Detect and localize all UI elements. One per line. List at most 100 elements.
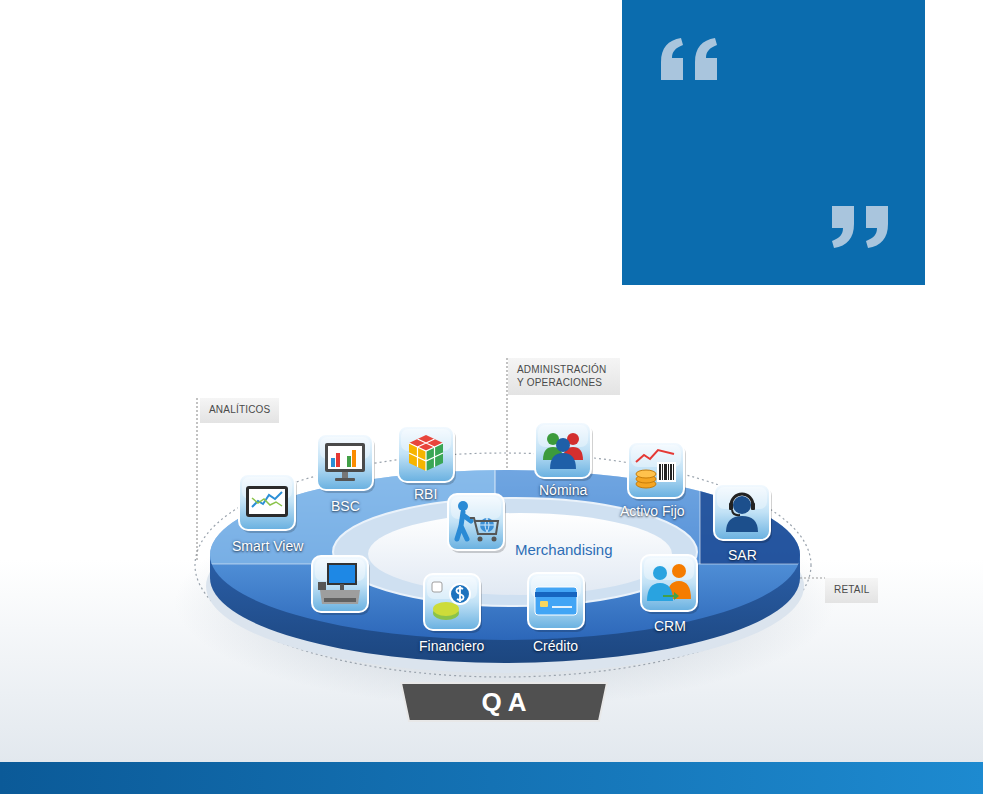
- ring-disc-part: [368, 513, 672, 595]
- module-label: Activo Fijo: [620, 503, 685, 520]
- pos-icon-part: [328, 564, 356, 584]
- support-icon-part: [714, 484, 772, 543]
- quote-panel-part-part: [832, 206, 854, 248]
- module-label: SAR: [728, 547, 757, 564]
- bracket-lines-part: [196, 398, 197, 560]
- quote-panel-part-part: [695, 38, 717, 80]
- support-icon-part: [732, 510, 740, 515]
- fixed-assets-icon-part: [636, 470, 656, 478]
- ring-disc: [175, 453, 835, 707]
- crm-icon-part: [641, 555, 699, 614]
- support-icon-part: [726, 516, 758, 532]
- merchandising-icon-part: [448, 494, 506, 553]
- category-tag: RETAIL: [825, 578, 878, 603]
- finance-icon-part: [424, 574, 482, 633]
- rbi-icon-part: [398, 426, 456, 485]
- pos-icon-part: [320, 590, 360, 604]
- module-name: Merchandising: [515, 541, 613, 559]
- module-label: CRM: [654, 618, 686, 635]
- pos-icon-part: [318, 582, 326, 590]
- module-name: Nómina: [539, 482, 587, 499]
- credit-card-icon-part: [535, 587, 577, 615]
- rbi-icon-part: [409, 439, 443, 471]
- category-text: ANALÍTICOS: [209, 404, 270, 417]
- fixed-assets-icon-part: [673, 464, 674, 480]
- bsc-icon-part: [336, 453, 340, 467]
- bsc-icon-part: [328, 446, 362, 469]
- module-name: Smart View: [232, 538, 303, 555]
- payroll-icon-part: [556, 438, 570, 452]
- payroll-icon-part: [535, 422, 593, 481]
- rbi-icon: [398, 426, 456, 485]
- qa-plate: QA: [400, 682, 608, 722]
- fixed-assets-icon-part: [662, 464, 663, 480]
- module-label: Nómina: [539, 482, 587, 499]
- module-name: Activo Fijo: [620, 503, 685, 520]
- fixed-assets-icon-part: [636, 450, 674, 462]
- category-tag: ANALÍTICOS: [200, 398, 279, 423]
- fixed-assets-icon-part: [659, 464, 661, 480]
- finance-icon-part: [450, 584, 470, 604]
- bracket-lines: [197, 358, 825, 578]
- pos-icon-part: [340, 584, 344, 590]
- fixed-assets-icon: [628, 442, 686, 501]
- module-name: RBI: [414, 486, 437, 503]
- merchandising-icon-part: [457, 512, 471, 539]
- support-icon-part: [729, 503, 733, 510]
- bsc-icon-part: [317, 434, 375, 493]
- pos-icon-part: [324, 598, 356, 602]
- payroll-icon: [535, 422, 593, 481]
- merchandising-icon-part: [478, 537, 483, 542]
- bsc-icon-part: [347, 456, 351, 467]
- support-icon-part: [733, 496, 751, 514]
- crm-icon: [641, 555, 699, 614]
- finance-icon-part: [456, 586, 463, 602]
- smart-view-icon-part: [239, 474, 297, 533]
- merchandising-icon-part: [458, 501, 468, 511]
- bsc-icon: [317, 434, 375, 493]
- bsc-icon-part: [325, 443, 365, 472]
- qa-plate-outline: [401, 683, 607, 721]
- fixed-assets-icon-part: [670, 464, 672, 480]
- support-icon-part: [751, 503, 755, 510]
- fixed-assets-icon-part: [664, 464, 667, 480]
- credit-card-icon: [528, 573, 586, 632]
- crm-icon-part: [647, 583, 673, 601]
- bsc-icon-part: [335, 478, 355, 481]
- module-label: Merchandising: [515, 541, 613, 559]
- fixed-assets-icon-part: [628, 442, 686, 501]
- footer-bar: [0, 762, 983, 794]
- credit-card-icon-part: [552, 606, 572, 608]
- module-name: SAR: [728, 547, 757, 564]
- credit-card-icon-part: [535, 592, 577, 597]
- fixed-assets-icon-part: [668, 464, 669, 480]
- ring-disc-part-part: [699, 462, 701, 564]
- quote-panel-part: [661, 38, 717, 80]
- pos-icon: [312, 556, 370, 615]
- smart-view-icon-part: [249, 489, 285, 514]
- finance-icon-part: [432, 582, 442, 592]
- quote-panel-part-part: [661, 38, 683, 80]
- module-label: Financiero: [419, 638, 484, 655]
- module-label: RBI: [414, 486, 437, 503]
- module-name: CRM: [654, 618, 686, 635]
- ring-disc-part-part: [700, 460, 820, 564]
- merchandising-icon-part: [470, 518, 498, 534]
- merchandising-icon: [448, 494, 506, 553]
- module-name: Crédito: [533, 638, 578, 655]
- pos-icon-part: [312, 556, 370, 615]
- crm-icon-part: [672, 564, 686, 578]
- finance-icon: [424, 574, 482, 633]
- merchandising-icon-part: [492, 537, 497, 542]
- bsc-icon-part: [352, 450, 356, 467]
- fixed-assets-icon-part: [657, 462, 676, 482]
- module-name: Financiero: [419, 638, 484, 655]
- crm-icon-part: [663, 592, 679, 600]
- payroll-icon-part: [550, 453, 576, 469]
- category-text: RETAIL: [834, 584, 869, 597]
- support-icon: [714, 484, 772, 543]
- module-label: Smart View: [232, 538, 303, 555]
- smart-view-icon-part: [252, 492, 282, 507]
